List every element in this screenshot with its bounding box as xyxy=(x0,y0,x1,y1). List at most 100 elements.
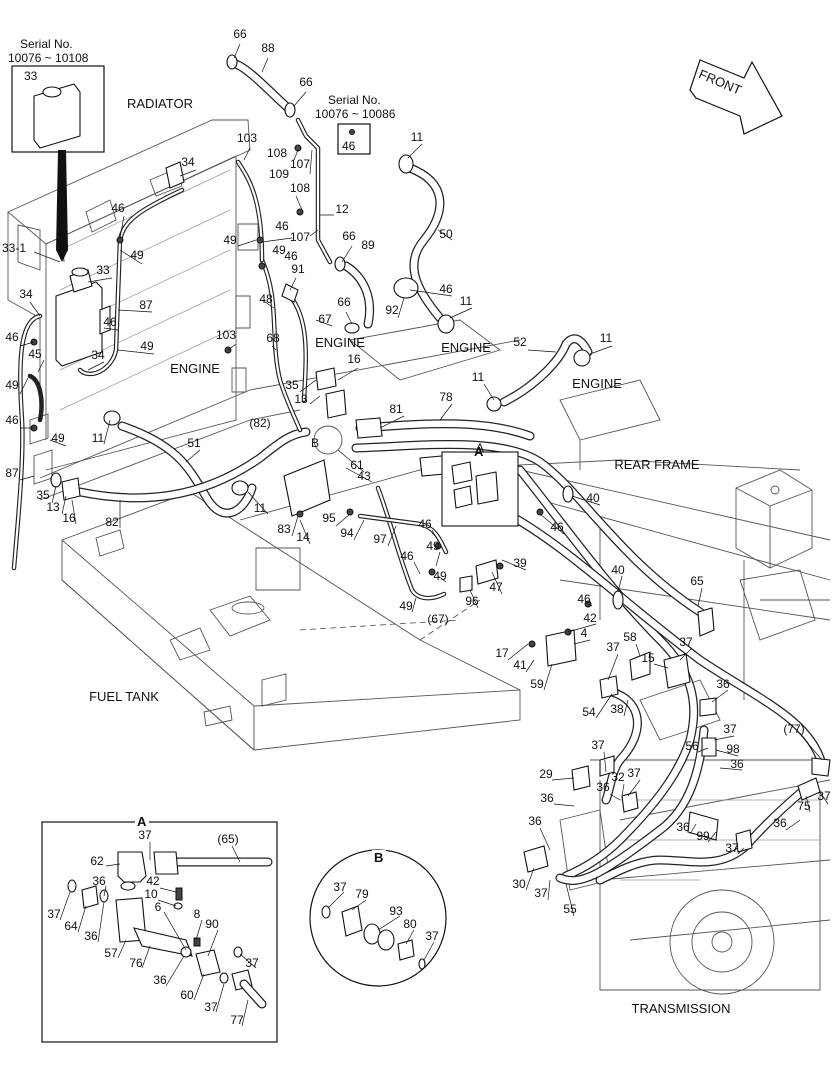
part-callout: 16 xyxy=(347,352,361,366)
part-callout: 78 xyxy=(439,390,453,404)
location-label: ENGINE xyxy=(572,376,622,391)
part-callout: 46 xyxy=(577,592,591,606)
part-callout: 64 xyxy=(64,919,78,933)
part-callout: 37 xyxy=(138,828,152,842)
serial-box-left: Serial No. 10076 ~ 10108 33 xyxy=(8,37,105,263)
part-callout: 103 xyxy=(216,328,236,342)
part-callout: 76 xyxy=(129,956,143,970)
part-callout: 107 xyxy=(290,157,310,171)
part-callout: 41 xyxy=(513,658,527,672)
detail-a-title: A xyxy=(137,814,147,829)
front-arrow: FRONT xyxy=(689,59,783,135)
part-callout: 4 xyxy=(581,626,588,640)
part-callout: 49 xyxy=(130,248,144,262)
part-callout: 36 xyxy=(84,929,98,943)
part-callout: (82) xyxy=(249,416,270,430)
part-callout: 37 xyxy=(627,766,641,780)
part-callout: 12 xyxy=(335,202,349,216)
location-label: ENGINE xyxy=(170,361,220,376)
part-callout: 65 xyxy=(690,574,704,588)
part-callout: 29 xyxy=(539,767,553,781)
part-callout: 49 xyxy=(433,569,447,583)
part-callout: 36 xyxy=(540,791,554,805)
part-callout: 66 xyxy=(299,75,313,89)
part-callout: 47 xyxy=(489,580,503,594)
serial-range-right: 10076 ~ 10086 xyxy=(315,107,396,121)
part-callout: 52 xyxy=(513,335,527,349)
part-callout: 103 xyxy=(237,131,257,145)
part-callout: 51 xyxy=(187,436,201,450)
part-callout: 107 xyxy=(290,230,310,244)
part-callout: 36 xyxy=(730,757,744,771)
part-callout: 36 xyxy=(716,677,730,691)
location-label: RADIATOR xyxy=(127,96,193,111)
part-callout: 37 xyxy=(425,929,439,943)
part-callout: 94 xyxy=(340,526,354,540)
part-callout: 60 xyxy=(180,988,194,1002)
part-callout: 93 xyxy=(389,904,403,918)
part-callout: 36 xyxy=(528,814,542,828)
part-callout: 11 xyxy=(460,294,473,308)
part-callout: 46 xyxy=(400,549,414,563)
part-callout: 66 xyxy=(337,295,351,309)
part-callout: 49 xyxy=(5,378,19,392)
part-callout: 37 xyxy=(679,635,693,649)
part-callout: 17 xyxy=(495,646,509,660)
part-callout: 95 xyxy=(322,511,336,525)
part-callout: 46 xyxy=(5,330,19,344)
part-callout: 11 xyxy=(92,431,105,445)
part-callout: 37 xyxy=(725,841,739,855)
part-callout: 37 xyxy=(534,886,548,900)
part-callout: 83 xyxy=(277,522,291,536)
part-callout: 11 xyxy=(472,370,485,384)
part-callout: 43 xyxy=(357,469,371,483)
location-label: FUEL TANK xyxy=(89,689,159,704)
part-callout: 46 xyxy=(418,517,432,531)
part-callout: 34 xyxy=(181,155,195,169)
part-callout: 98 xyxy=(726,742,740,756)
part-callout: B xyxy=(311,436,319,450)
part-callout: 62 xyxy=(90,854,104,868)
part-callout: 49 xyxy=(426,539,440,553)
part-callout: 87 xyxy=(139,298,153,312)
part-callout: 87 xyxy=(5,466,19,480)
part-callout: 38 xyxy=(610,702,624,716)
part-callout: 48 xyxy=(259,292,273,306)
part-callout: 46 xyxy=(284,249,298,263)
part-callout: 81 xyxy=(389,402,403,416)
part-callout: 67 xyxy=(318,312,332,326)
part-callout: 108 xyxy=(290,181,310,195)
part-callout: 66 xyxy=(233,27,247,41)
part-callout: 37 xyxy=(723,722,737,736)
part-callout: 90 xyxy=(205,917,219,931)
part-callout: 16 xyxy=(62,511,76,525)
part-callout: 37 xyxy=(817,789,831,803)
part-callout: 37 xyxy=(333,880,347,894)
location-label: REAR FRAME xyxy=(614,457,700,472)
part-callout: 10 xyxy=(144,887,158,901)
part-callout: 45 xyxy=(28,347,42,361)
part-callout: 37 xyxy=(591,738,605,752)
location-label: ENGINE xyxy=(441,340,491,355)
part-callout: 37 xyxy=(606,640,620,654)
part-callout: 89 xyxy=(361,238,375,252)
part-callout: 49 xyxy=(140,339,154,353)
part-callout: 35 xyxy=(285,378,299,392)
location-label: TRANSMISSION xyxy=(632,1001,731,1016)
detail-b-panel: B xyxy=(309,849,447,987)
part-callout: 36 xyxy=(773,816,787,830)
part-callout: 36 xyxy=(596,780,610,794)
part-callout: 109 xyxy=(269,167,289,181)
part-callout: 46 xyxy=(111,201,125,215)
part-callout: 36 xyxy=(92,874,106,888)
detail-a-panel: A xyxy=(41,814,278,1043)
part-callout: (77) xyxy=(783,722,804,736)
part-callout: 14 xyxy=(296,530,310,544)
part-callout: 49 xyxy=(223,233,237,247)
part-callout: 61 xyxy=(350,458,364,472)
part-callout: 37 xyxy=(204,1000,218,1014)
fittings xyxy=(30,54,831,873)
serial-part-left: 33 xyxy=(24,69,38,83)
part-callout: 13 xyxy=(294,392,308,406)
